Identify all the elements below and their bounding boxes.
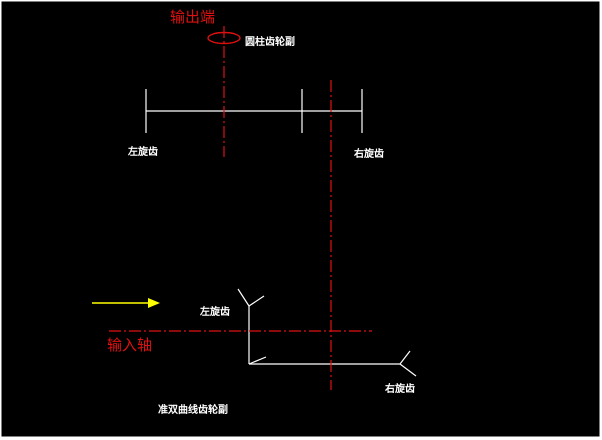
hypoid-gear-pair (237, 288, 417, 377)
hypoid-right-tip (399, 363, 417, 377)
left-helical-bottom-label: 左旋齿 (199, 305, 230, 318)
hypoid-gear-pair-label: 准双曲线齿轮副 (158, 403, 228, 416)
hypoid-lower-flank (248, 356, 267, 365)
cylindrical-gear-pair (145, 89, 363, 133)
right-helical-top-label: 右旋齿 (353, 147, 384, 160)
input-arrow-icon (92, 298, 160, 308)
right-helical-bottom-label: 右旋齿 (384, 382, 415, 395)
centerlines (109, 26, 372, 390)
hypoid-upper-tip (237, 288, 250, 307)
left-helical-top-label: 左旋齿 (127, 145, 158, 158)
output-end-label: 输出端 (170, 9, 215, 26)
hypoid-right-flank (399, 350, 411, 365)
hypoid-upper-flank (248, 295, 265, 307)
input-shaft-label: 输入轴 (107, 337, 152, 354)
cylindrical-gear-pair-label: 圆柱齿轮副 (245, 35, 295, 48)
